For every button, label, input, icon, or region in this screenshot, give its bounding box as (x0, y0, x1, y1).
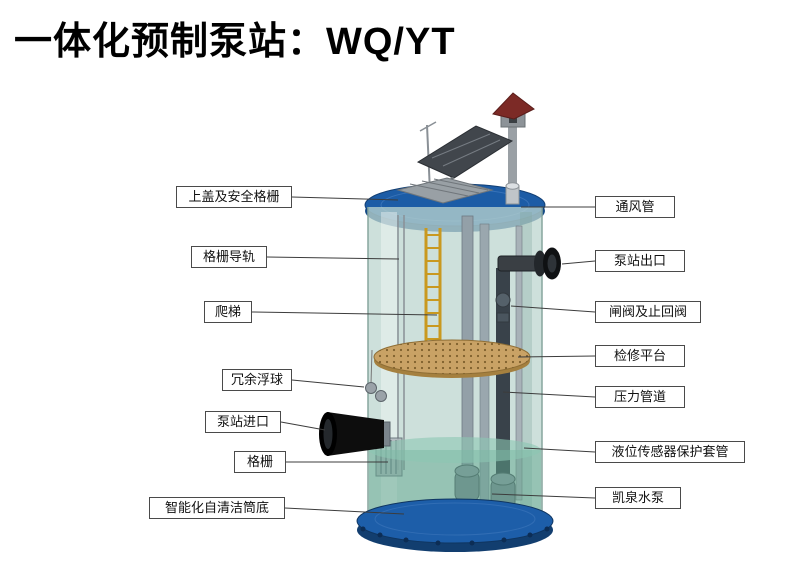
outlet-pipe (497, 247, 561, 280)
callout-platform (517, 355, 596, 358)
float-balls (365, 349, 387, 402)
label-level-sensor-sleeve: 液位传感器保护套管 (595, 441, 745, 463)
callout-outlet (561, 260, 596, 265)
label-self-cleaning-bottom: 智能化自清洁筒底 (149, 497, 285, 519)
page-title: 一体化预制泵站：WQ/YT (14, 21, 456, 63)
antenna-icon (419, 121, 437, 132)
label-pump-inlet: 泵站进口 (205, 411, 281, 433)
callout-top-cover (291, 196, 399, 201)
callout-sensor-sleeve (523, 447, 596, 453)
vent-roof (492, 92, 535, 120)
label-pump-outlet: 泵站出口 (595, 250, 685, 272)
callout-bottom (284, 507, 405, 515)
vent-pole (508, 122, 517, 190)
callout-lines (251, 196, 596, 515)
inlet-pipe (319, 412, 391, 456)
callout-float (291, 379, 365, 388)
label-gate-check-valve: 闸阀及止回阀 (595, 301, 701, 323)
label-pressure-pipe: 压力管道 (595, 386, 685, 408)
label-grille: 格栅 (234, 451, 286, 473)
service-platform (373, 339, 531, 378)
label-service-platform: 检修平台 (595, 345, 685, 367)
callout-valves (510, 305, 596, 313)
label-vent-pipe: 通风管 (595, 196, 675, 218)
label-redundant-float: 冗余浮球 (222, 369, 292, 391)
grille-guide-rails (397, 215, 405, 470)
valves (495, 292, 511, 323)
label-kaiquan-pump: 凯泉水泵 (595, 487, 681, 509)
label-grille-guide-rail: 格栅导轨 (191, 246, 267, 268)
callout-inlet (280, 421, 326, 431)
solar-panel (416, 125, 514, 179)
callout-guide-rail (266, 256, 400, 260)
callout-ladder (251, 311, 438, 316)
label-top-cover-safety-grille: 上盖及安全格栅 (176, 186, 292, 208)
tank-base (356, 498, 554, 552)
safety-grate (396, 177, 494, 204)
label-ladder: 爬梯 (204, 301, 252, 323)
callout-pump (491, 493, 596, 499)
callout-pressure-pipe (502, 391, 596, 398)
ladder (424, 228, 442, 348)
